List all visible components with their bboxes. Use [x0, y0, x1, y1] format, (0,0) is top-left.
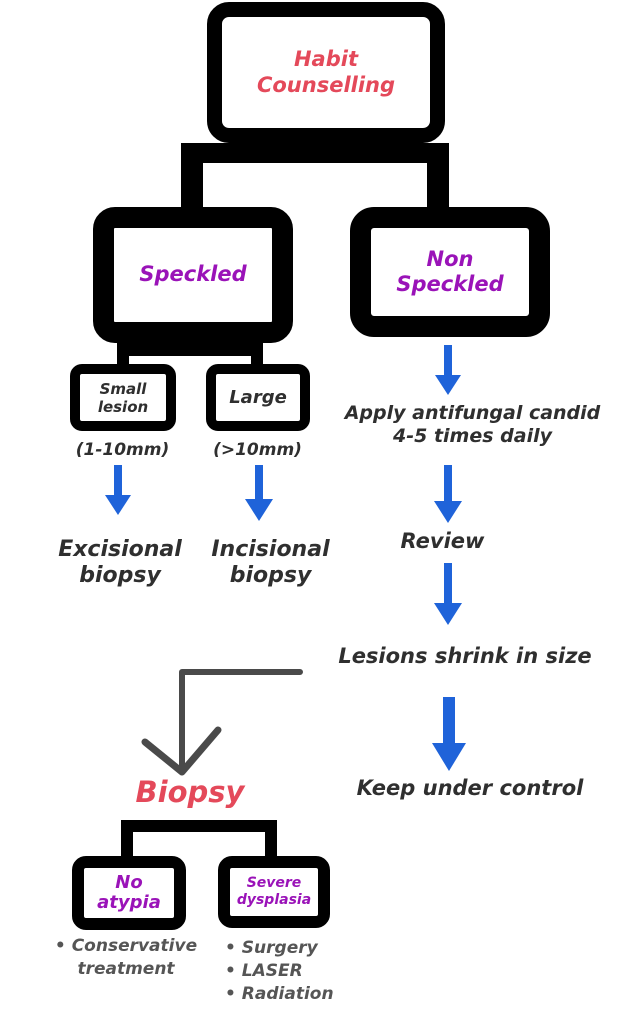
- list-item: • Surgery: [225, 938, 318, 958]
- review-label: Review: [400, 529, 485, 553]
- hand-drawn-arrow-icon: [141, 669, 303, 776]
- small-size-label: (1-10mm): [75, 440, 170, 460]
- small-lesion-box: Small lesion: [70, 364, 176, 431]
- arrow-down-icon: [434, 563, 462, 625]
- arrow-down-icon: [105, 465, 131, 515]
- list-item-text: LASER: [241, 960, 303, 981]
- antifungal-label: Apply antifungal candid 4-5 times daily: [344, 402, 601, 447]
- connector-speckled-h: [117, 340, 263, 356]
- connector-root-h: [181, 143, 449, 163]
- large-box: Large: [206, 364, 310, 431]
- connector-root-right: [427, 143, 449, 213]
- habit-counselling-label: Habit Counselling: [256, 47, 396, 97]
- habit-counselling-box: Habit Counselling: [207, 2, 445, 143]
- connector-root-left: [181, 143, 203, 213]
- non-speckled-box: Non Speckled: [350, 207, 550, 337]
- list-item-text: Surgery: [241, 938, 318, 958]
- arrow-down-icon: [245, 465, 273, 521]
- connector-biopsy-right: [265, 820, 277, 860]
- large-label: Large: [229, 386, 287, 408]
- speckled-box: Speckled: [93, 207, 293, 343]
- list-item: • LASER: [225, 960, 303, 981]
- lesions-shrink-label: Lesions shrink in size: [338, 644, 592, 668]
- no-atypia-label: No atypia: [97, 872, 161, 913]
- small-lesion-label: Small lesion: [97, 379, 149, 416]
- biopsy-label: Biopsy: [135, 775, 245, 809]
- connector-biopsy-h: [121, 820, 277, 832]
- excisional-biopsy-label: Excisional biopsy: [58, 537, 182, 589]
- severe-dysplasia-treatment-list: • Surgery • LASER • Radiation: [225, 937, 365, 1006]
- incisional-biopsy-label: Incisional biopsy: [211, 537, 330, 589]
- connector-biopsy-left: [121, 820, 133, 860]
- non-speckled-label: Non Speckled: [396, 246, 504, 296]
- list-item: • Conservative treatment: [54, 936, 198, 979]
- arrow-down-icon: [434, 465, 462, 523]
- list-item-text: Radiation: [241, 983, 334, 1004]
- severe-dysplasia-label: Severe dysplasia: [236, 875, 312, 908]
- list-item-text: Conservative treatment: [71, 936, 198, 979]
- speckled-label: Speckled: [139, 262, 247, 287]
- arrow-down-icon: [432, 697, 466, 771]
- keep-under-control-label: Keep under control: [356, 776, 584, 800]
- no-atypia-box: No atypia: [72, 856, 186, 930]
- severe-dysplasia-box: Severe dysplasia: [218, 856, 330, 928]
- no-atypia-treatment-list: • Conservative treatment: [46, 935, 206, 981]
- arrow-down-icon: [435, 345, 461, 395]
- large-size-label: (>10mm): [213, 440, 302, 460]
- list-item: • Radiation: [225, 983, 334, 1004]
